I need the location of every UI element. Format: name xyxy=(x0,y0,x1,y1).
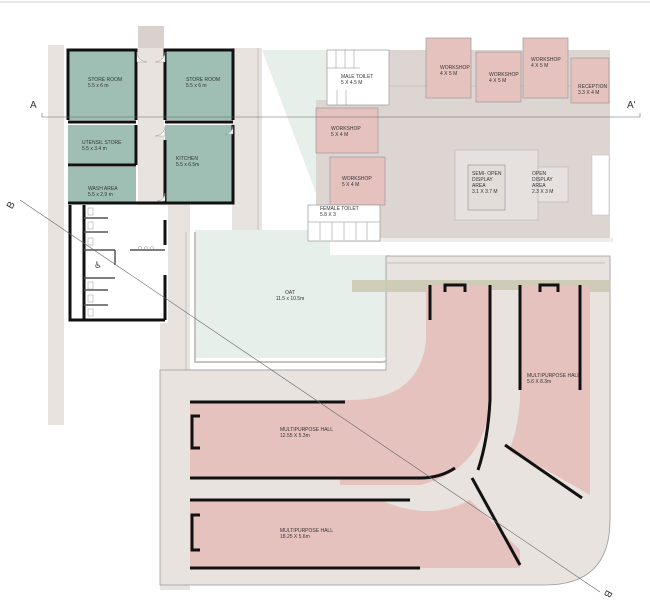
kitchen xyxy=(165,125,233,203)
store-room-2 xyxy=(165,50,233,120)
section-marker-a-right: A' xyxy=(627,100,636,111)
oat-lawn xyxy=(195,50,390,358)
workshop-2 xyxy=(329,156,386,206)
section-line-b xyxy=(19,199,601,593)
multipurpose-hall-1 xyxy=(500,285,590,495)
left-wing-circulation xyxy=(48,45,64,425)
semi-open-display xyxy=(467,164,506,211)
wash-area xyxy=(68,167,136,202)
utensil-store xyxy=(68,125,136,165)
entrance-steps xyxy=(591,154,610,216)
section-marker-a-left: A xyxy=(30,100,37,111)
multipurpose-hall-2 xyxy=(190,402,435,477)
reception xyxy=(570,57,610,104)
workshop-5 xyxy=(522,37,569,99)
svg-text:♿: ♿ xyxy=(94,261,102,271)
workshop-1 xyxy=(315,107,379,154)
workshop-3 xyxy=(425,37,472,99)
male-toilet xyxy=(326,49,390,106)
workshop-4 xyxy=(475,51,522,103)
section-line-a xyxy=(41,113,641,118)
store-room-1 xyxy=(68,50,136,120)
